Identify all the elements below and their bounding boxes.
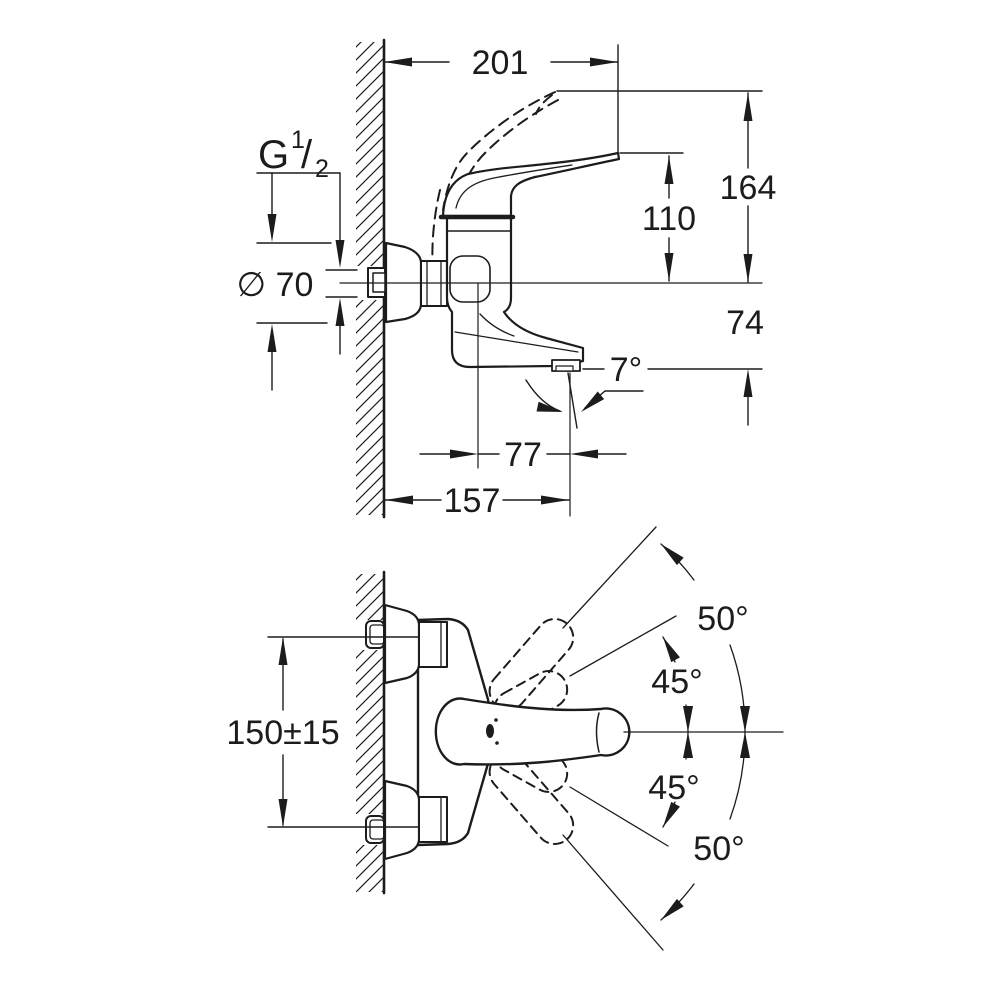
- thread-slash: /: [301, 133, 313, 177]
- angle-upper-swivel: 50°: [697, 600, 748, 638]
- dim-lever-height-graphics: [664, 155, 674, 282]
- thread-denominator: 2: [315, 155, 329, 183]
- wall-hatching-side: [356, 42, 384, 515]
- escutcheon-dim-graphics: [256, 172, 332, 391]
- dim-escutcheon-diameter: ∅ 70: [237, 266, 314, 304]
- angle-lower-lever: 45°: [648, 769, 699, 807]
- body-details-side: [446, 230, 579, 353]
- dim-raised-height-graphics: [743, 92, 753, 283]
- dim-spout-drop-graphics: [743, 369, 753, 426]
- dim-lever-height: 110: [642, 200, 696, 238]
- angle-upper-lever: 45°: [651, 663, 702, 701]
- dim-stream-angle: 7°: [610, 351, 643, 389]
- swivel-leader-lines: [562, 526, 677, 951]
- dim-wall-reach: 157: [444, 482, 501, 520]
- stream-angle-annotation: [525, 368, 763, 517]
- lower-union: [365, 779, 448, 861]
- upper-union: [365, 603, 448, 685]
- dim-spout-reach-graphics: [419, 449, 627, 459]
- dim-mounting-distance: 150±15: [226, 714, 339, 752]
- lever-plan: [434, 697, 631, 766]
- dim-total-width-graphics: [383, 44, 619, 154]
- dim-total-width: 201: [472, 44, 529, 82]
- dim-spout-drop: 74: [726, 304, 764, 342]
- thread-letter: G: [258, 133, 289, 177]
- dim-wall-reach-graphics: [384, 495, 570, 505]
- lever-plan-details: [486, 712, 600, 753]
- plan-view: 50° 45° 45° 50° 150±15: [226, 526, 784, 951]
- dim-raised-lever-height: 164: [720, 169, 777, 207]
- angle-arc-arrows: [661, 544, 750, 920]
- aerator: [551, 359, 581, 372]
- lever-inner-line: [455, 164, 573, 209]
- thread-label: G 1 / 2: [258, 126, 329, 183]
- thread-numerator: 1: [291, 126, 305, 154]
- dim-spout-reach: 77: [504, 436, 542, 474]
- side-view: 7° 201 110 164: [237, 38, 777, 520]
- lever-side: [441, 151, 621, 218]
- thread-dim-graphics: [256, 172, 358, 355]
- dim-mounting-graphics: [267, 636, 420, 828]
- faucet-body-side: [445, 215, 585, 369]
- wall-hatching-plan: [356, 574, 384, 892]
- angle-lower-swivel: 50°: [693, 830, 744, 868]
